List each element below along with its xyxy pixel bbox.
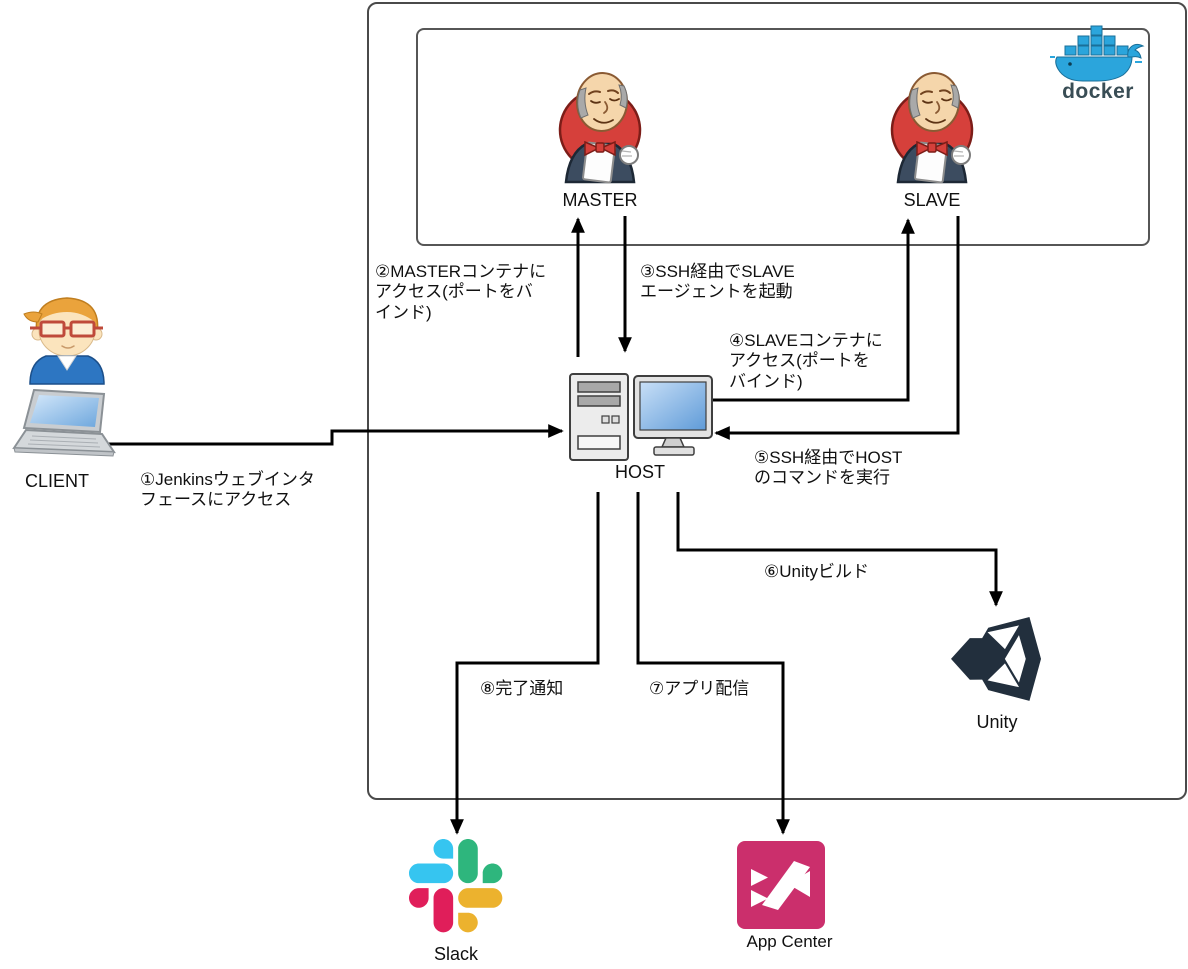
step4-label: ④SLAVEコンテナに アクセス(ポートを バインド): [729, 331, 883, 391]
client-laptop-icon: [12, 388, 116, 457]
step1-label: ①Jenkinsウェブインタ フェースにアクセス: [140, 470, 315, 510]
docker-waterline: [1050, 56, 1142, 63]
appcenter-emblem: [751, 861, 810, 910]
unity-logo-icon: [951, 617, 1042, 701]
slack-label: Slack: [433, 944, 478, 964]
appcenter-logo-icon: [737, 841, 825, 929]
step5-label: ⑤SSH経由でHOST のコマンドを実行: [754, 448, 903, 488]
arrow-step4-host-to-slave: [713, 218, 915, 402]
step7-label: ⑦アプリ配信: [649, 679, 750, 698]
jenkins-master-icon: [558, 70, 642, 184]
glasses: [30, 320, 103, 338]
jenkins-slave-icon: [890, 70, 974, 184]
docker-whale-body: [1055, 56, 1133, 82]
docker-wordmark: docker: [1062, 80, 1134, 103]
docker-whale-eye: [1068, 62, 1072, 66]
docker-boundary-box: [416, 28, 1150, 246]
docker-logo-icon: [1050, 25, 1145, 82]
client-person-icon: [23, 297, 105, 385]
master-label: MASTER: [562, 190, 638, 210]
docker-whale-tail: [1127, 43, 1145, 59]
host-computer-icon: [569, 373, 713, 461]
arrow-step1-client-to-host: [105, 424, 564, 446]
arrow-step8-host-to-slack: [450, 492, 600, 835]
unity-label: Unity: [976, 712, 1018, 732]
arrow-step7-host-to-appcenter: [636, 492, 790, 835]
step8-label: ⑧完了通知: [480, 679, 564, 698]
host-label: HOST: [614, 462, 665, 482]
appcenter-label: App Center: [746, 932, 833, 951]
slack-logo-icon: [409, 839, 503, 933]
arrow-step5-slave-to-host: [714, 216, 960, 440]
step3-label: ③SSH経由でSLAVE エージェントを起動: [640, 262, 795, 302]
step6-label: ⑥Unityビルド: [764, 562, 869, 581]
outer-boundary-box: [367, 2, 1187, 800]
docker-containers: [1064, 25, 1129, 56]
arrow-layer: [105, 216, 1003, 835]
arrow-step6-host-to-unity: [676, 492, 1003, 607]
slave-label: SLAVE: [903, 190, 961, 210]
step2-label: ②MASTERコンテナに アクセス(ポートをバ インド): [375, 262, 547, 322]
client-label: CLIENT: [24, 471, 89, 491]
